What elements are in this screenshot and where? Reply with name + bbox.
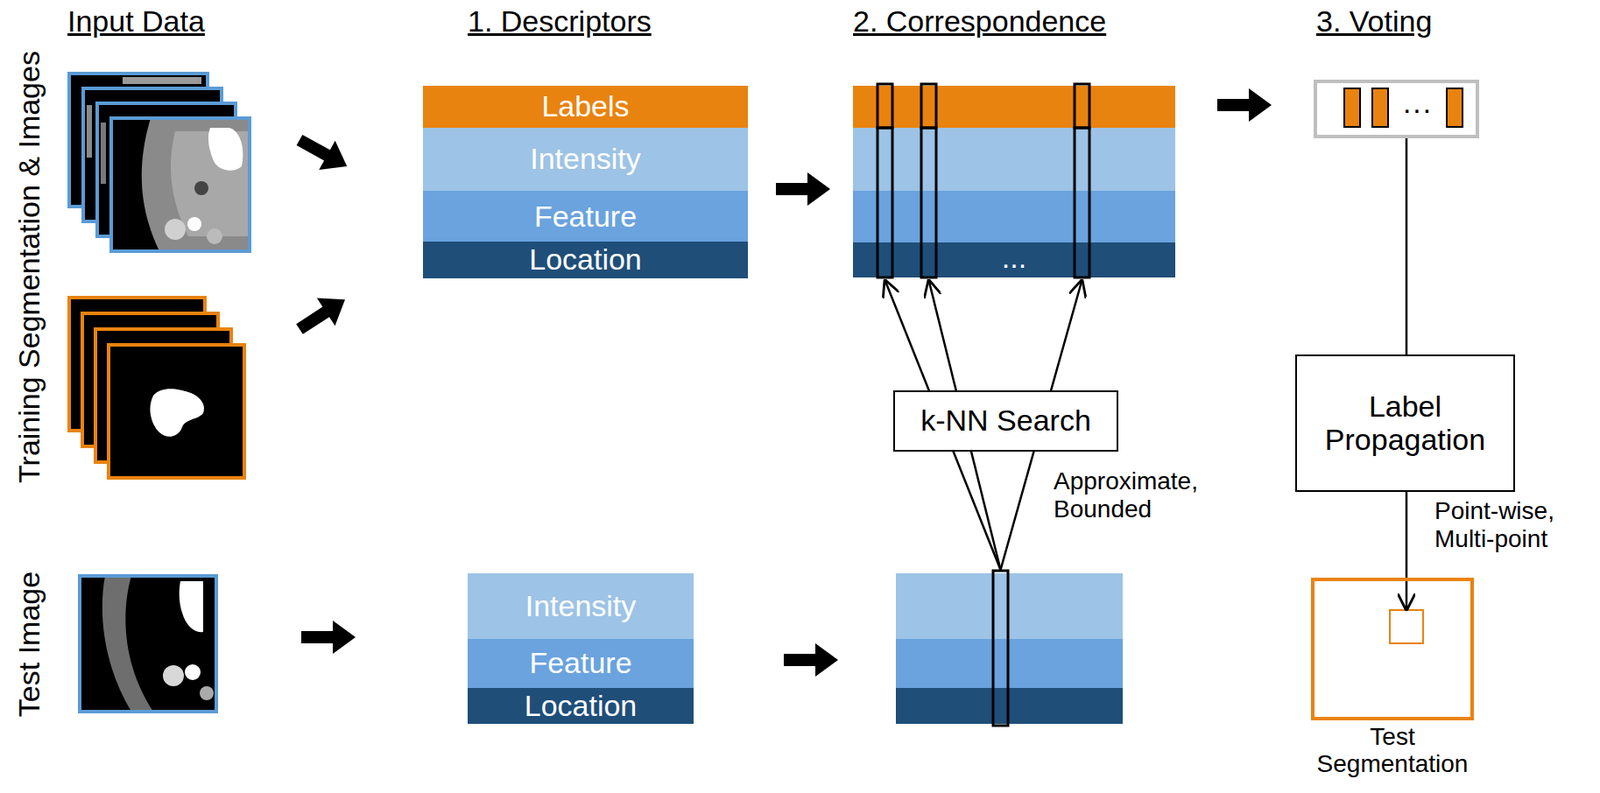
ct-tissue <box>141 118 250 252</box>
label-band <box>852 85 1176 128</box>
box-text: k-NN Search <box>920 404 1092 438</box>
row-label: Test Image <box>11 571 48 718</box>
box-text: Labels <box>541 90 629 123</box>
box-text: Location <box>524 690 638 723</box>
box-text: Intensity <box>525 590 637 623</box>
flow-arrows <box>290 88 1272 677</box>
ct-detail <box>100 122 106 184</box>
location-band: Location <box>467 688 694 725</box>
block-arrow <box>290 285 355 344</box>
location-band: Location <box>422 241 748 278</box>
descriptor-column <box>993 570 1008 726</box>
ct-frame <box>79 576 217 712</box>
descriptor-column <box>921 127 937 278</box>
voting-box: ··· <box>1313 79 1480 139</box>
ct-organ <box>179 581 204 633</box>
ct-organ <box>208 127 243 171</box>
vote-bar <box>1344 88 1361 127</box>
block-arrow <box>301 620 356 655</box>
row-label: Training Segmentation & Images <box>11 50 48 484</box>
box-text: Intensity <box>529 142 642 176</box>
training-descriptor-table <box>852 84 1176 278</box>
stage-heading: 3. Voting <box>1316 3 1432 40</box>
box-text: Label Propagation <box>1311 390 1500 457</box>
box-text: Feature <box>528 647 632 680</box>
segmentation-box: Test Segmentation <box>1311 577 1474 721</box>
mask-organ <box>149 388 205 437</box>
block-arrow <box>291 125 356 181</box>
ct-vessel <box>164 218 186 240</box>
ct-vessel <box>162 665 184 687</box>
location-band <box>852 242 1176 278</box>
box-text: ··· <box>1402 92 1432 126</box>
ct-frame <box>111 118 250 252</box>
ct-vessel <box>184 664 201 681</box>
intensity-band <box>852 127 1176 191</box>
ct-content <box>141 118 250 252</box>
vote-bar <box>1372 88 1389 127</box>
ct-detail <box>86 105 92 158</box>
ct-slice <box>111 118 250 252</box>
stage-heading: 2. Correspondence <box>852 3 1107 40</box>
ct-vessel <box>187 217 202 232</box>
label-band: Labels <box>422 85 748 128</box>
descriptor-column <box>921 84 937 128</box>
intensity-band: Intensity <box>422 127 748 191</box>
annotation: Approximate, Bounded <box>1053 467 1229 524</box>
box-text: Location <box>528 243 642 276</box>
vote-bar <box>1446 88 1463 127</box>
test-image <box>79 576 217 712</box>
process-box: Label Propagation <box>1295 354 1516 493</box>
block-arrow <box>783 643 839 677</box>
ct-slice <box>79 576 217 712</box>
ct-content <box>102 576 214 712</box>
mask-slice <box>108 345 245 479</box>
training-image-stack <box>69 73 250 252</box>
stage-heading: Input Data <box>67 3 205 40</box>
ellipsis-mark: ... <box>1001 242 1027 273</box>
descriptor-column <box>877 84 893 128</box>
feature-band: Feature <box>422 190 748 243</box>
block-arrow <box>775 172 831 206</box>
descriptor-column <box>1074 127 1090 278</box>
edge-label: Point-wise, Multi-point <box>1434 497 1584 554</box>
intensity-band: Intensity <box>467 573 694 640</box>
ct-vessel <box>206 228 223 245</box>
ct-tissue <box>102 576 154 712</box>
process-box: k-NN Search <box>893 390 1119 452</box>
descriptor-columns <box>877 84 1090 278</box>
descriptor-column <box>877 127 893 278</box>
box-text: Feature <box>534 200 637 233</box>
ct-vessel <box>199 686 214 701</box>
test-descriptor-table <box>895 570 1123 726</box>
connector <box>1405 492 1409 611</box>
feature-band: Feature <box>467 639 694 689</box>
connector <box>1405 138 1409 355</box>
segmentation-stack <box>69 297 245 479</box>
feature-band <box>852 190 1176 243</box>
descriptor-column <box>1074 84 1090 128</box>
target-voxel <box>1389 610 1424 644</box>
vote-bars <box>1344 88 1463 127</box>
stage-heading: 1. Descriptors <box>467 3 652 40</box>
block-arrow <box>1217 88 1272 122</box>
box-caption: Test Segmentation <box>1296 724 1489 779</box>
ct-detail <box>122 77 202 85</box>
ct-vessel <box>194 181 209 196</box>
